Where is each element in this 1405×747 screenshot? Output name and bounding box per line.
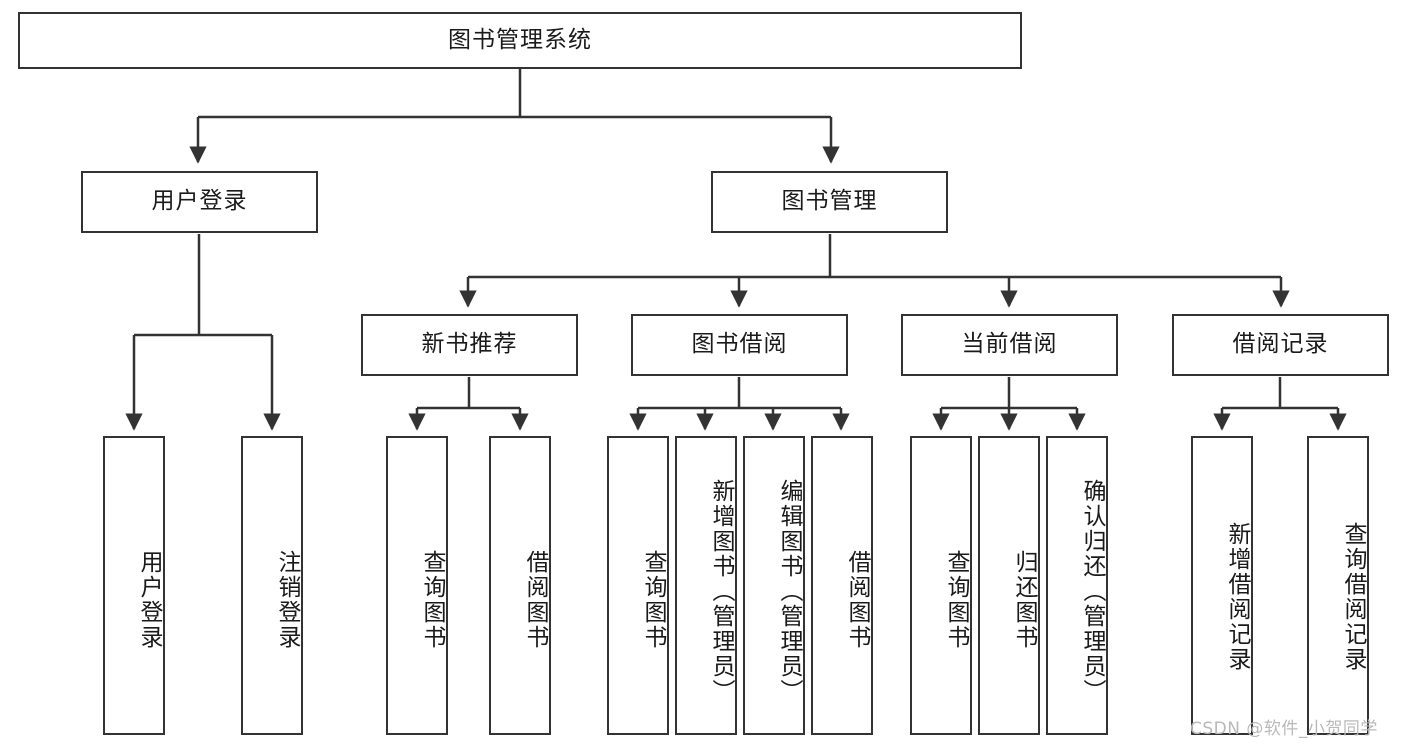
node-leaf-edit-book-admin-label: 编辑图书（管理员） [776, 479, 802, 704]
node-leaf-add-book-admin[interactable]: 新增图书（管理员） [675, 436, 737, 735]
node-leaf-query-book-1-label: 查询图书 [419, 549, 445, 650]
node-leaf-logout-login-label: 注销登录 [274, 549, 300, 650]
node-borrow-record-label: 借阅记录 [1232, 331, 1329, 358]
node-new-book-rec[interactable]: 新书推荐 [361, 314, 578, 376]
node-user-login[interactable]: 用户登录 [81, 171, 318, 233]
node-user-login-label: 用户登录 [151, 188, 248, 215]
node-borrow-record[interactable]: 借阅记录 [1172, 314, 1389, 376]
node-leaf-add-borrow-record-label: 新增借阅记录 [1224, 521, 1250, 672]
node-book-borrow-label: 图书借阅 [691, 331, 788, 358]
node-leaf-borrow-book-2-label: 借阅图书 [844, 549, 870, 650]
node-leaf-add-book-admin-label: 新增图书（管理员） [708, 479, 734, 704]
node-leaf-query-borrow-record-label: 查询借阅记录 [1340, 521, 1366, 672]
node-root[interactable]: 图书管理系统 [18, 12, 1022, 69]
node-leaf-edit-book-admin[interactable]: 编辑图书（管理员） [743, 436, 805, 735]
node-leaf-query-book-3[interactable]: 查询图书 [910, 436, 972, 735]
node-leaf-logout-login[interactable]: 注销登录 [241, 436, 303, 735]
node-leaf-return-book[interactable]: 归还图书 [978, 436, 1040, 735]
node-leaf-user-login[interactable]: 用户登录 [103, 436, 165, 735]
node-leaf-borrow-book-2[interactable]: 借阅图书 [811, 436, 873, 735]
node-leaf-borrow-book-1-label: 借阅图书 [522, 549, 548, 650]
node-leaf-query-borrow-record[interactable]: 查询借阅记录 [1307, 436, 1369, 735]
node-leaf-query-book-3-label: 查询图书 [943, 549, 969, 650]
node-leaf-confirm-return-admin[interactable]: 确认归还（管理员） [1046, 436, 1108, 735]
node-book-manage-label: 图书管理 [781, 188, 878, 215]
watermark: CSDN @软件_小贺同学 [1190, 719, 1378, 739]
node-leaf-return-book-label: 归还图书 [1011, 549, 1037, 650]
node-root-label: 图书管理系统 [448, 26, 592, 53]
node-leaf-add-borrow-record[interactable]: 新增借阅记录 [1191, 436, 1253, 735]
node-leaf-confirm-return-admin-label: 确认归还（管理员） [1079, 479, 1105, 704]
node-leaf-user-login-label: 用户登录 [136, 549, 162, 650]
node-new-book-rec-label: 新书推荐 [421, 331, 518, 358]
node-current-borrow-label: 当前借阅 [961, 331, 1058, 358]
node-leaf-query-book-2-label: 查询图书 [640, 549, 666, 650]
node-leaf-borrow-book-1[interactable]: 借阅图书 [489, 436, 551, 735]
node-book-borrow[interactable]: 图书借阅 [631, 314, 848, 376]
node-current-borrow[interactable]: 当前借阅 [901, 314, 1118, 376]
node-leaf-query-book-2[interactable]: 查询图书 [607, 436, 669, 735]
node-book-manage[interactable]: 图书管理 [711, 171, 948, 233]
node-leaf-query-book-1[interactable]: 查询图书 [386, 436, 448, 735]
